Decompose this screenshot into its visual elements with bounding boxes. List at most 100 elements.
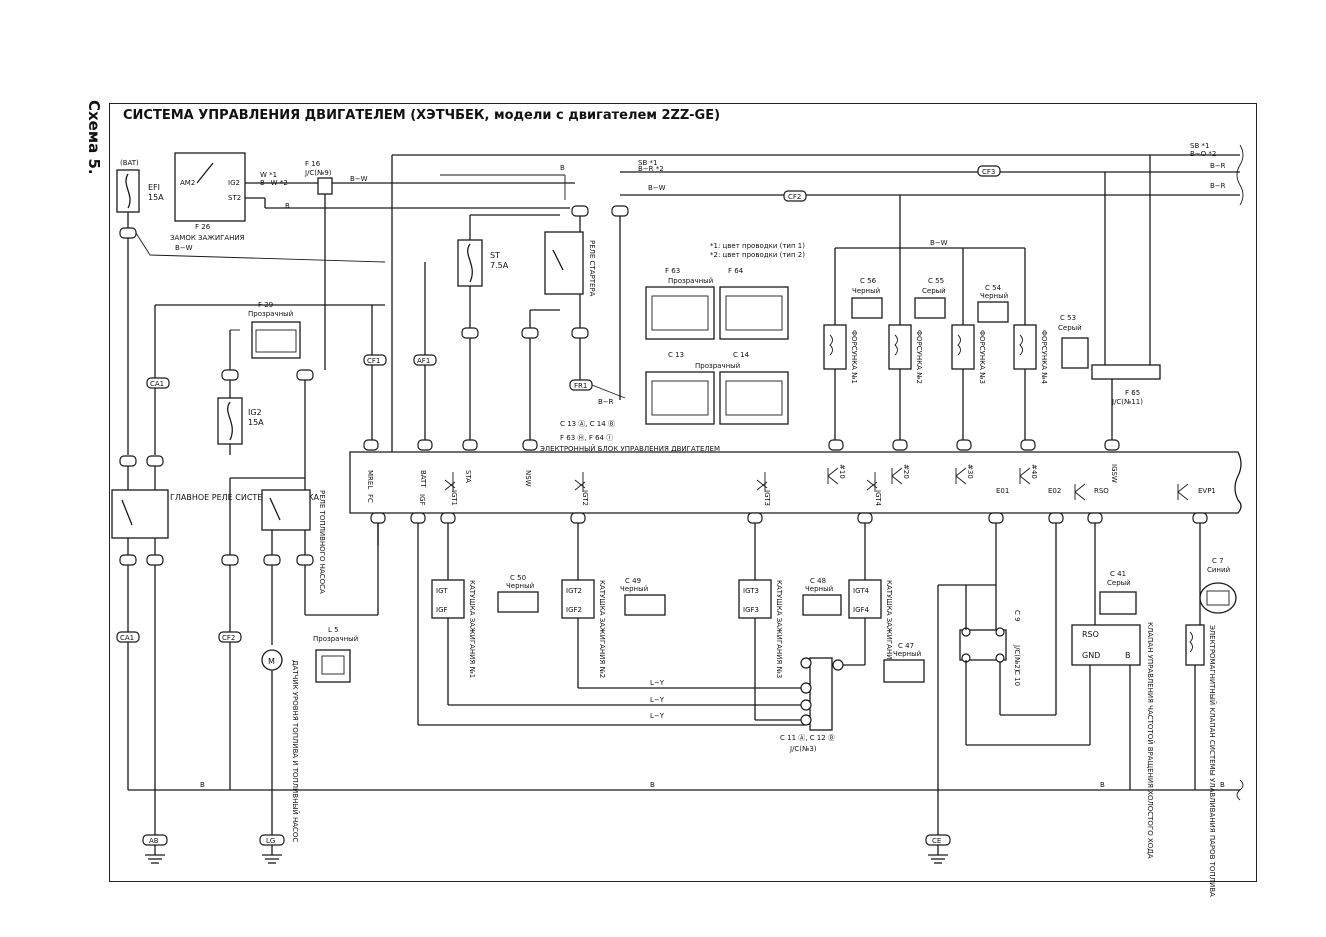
ecu-terminal-40: #40 — [1030, 464, 1038, 479]
idle-valve-color: Серый — [1107, 579, 1131, 587]
injector-3-color: Черный — [980, 292, 1008, 300]
ecu-top-pins — [363, 439, 1120, 451]
ecu-terminal-30: #30 — [966, 464, 974, 479]
svg-text:SB *1: SB *1 — [638, 159, 657, 167]
injector-4-code: C 53 — [1060, 314, 1076, 322]
svg-text:B−W: B−W — [930, 239, 948, 247]
svg-text:L−Y: L−Y — [650, 696, 665, 704]
connector-f29: F 29 Прозрачный — [248, 301, 301, 359]
ecu-connector-panel: *1: цвет проводки (тип 1) *2: цвет прово… — [560, 242, 805, 442]
ignition-coil-2: IGT2 IGF2 КАТУШКА ЗАЖИГАНИЯ №2 C 49 Черн… — [561, 577, 805, 689]
evap-solenoid-valve: C 7 Синий ЭЛЕКТРОМАГНИТНЫЙ КЛАПАН СИСТЕМ… — [1185, 523, 1237, 897]
ecu-label: ЭЛЕКТРОННЫЙ БЛОК УПРАВЛЕНИЯ ДВИГАТЕЛЕМ — [540, 444, 720, 453]
jc2-junction: C 9 J/C(№2) C 10 — [959, 610, 1021, 686]
jc2-c9: C 9 — [1013, 610, 1021, 622]
wire-note-1: *1: цвет проводки (тип 1) — [710, 242, 805, 250]
coil-2-code: C 49 — [625, 577, 641, 585]
ecu-terminal-e02: E02 — [1048, 487, 1061, 495]
svg-text:AF1: AF1 — [417, 357, 430, 365]
starter-relay-label: РЕЛЕ СТАРТЕРА — [588, 240, 596, 297]
st2-label: ST2 — [228, 194, 241, 202]
st-fuse-name: ST — [490, 251, 500, 260]
svg-text:B−R *2: B−R *2 — [638, 165, 664, 173]
svg-text:IGT: IGT — [436, 587, 448, 595]
idle-valve-code: C 41 — [1110, 570, 1126, 578]
svg-text:IGT2: IGT2 — [566, 587, 582, 595]
injector-2-color: Серый — [922, 287, 946, 295]
ecu-terminal-igf: IGF — [418, 494, 426, 506]
injector-1-code: C 56 — [860, 277, 877, 285]
svg-text:CA1: CA1 — [150, 380, 164, 388]
svg-text:B−R: B−R — [1210, 182, 1226, 190]
svg-text:B−R: B−R — [598, 398, 614, 406]
ecu-terminal-10: #10 — [838, 464, 846, 479]
ecu-terminal-fc: FC — [366, 494, 374, 503]
coil-4-label: КАТУШКА ЗАЖИГАНИЯ №4 — [885, 580, 893, 679]
wire-note-2: *2: цвет проводки (тип 2) — [710, 251, 805, 259]
idle-gnd: GND — [1082, 651, 1100, 660]
coil-2-label: КАТУШКА ЗАЖИГАНИЯ №2 — [598, 580, 606, 678]
st-fuse-rating: 7.5A — [490, 261, 509, 270]
svg-text:CF3: CF3 — [982, 168, 995, 176]
ecu-terminal-20: #20 — [902, 464, 910, 479]
svg-text:B: B — [1220, 781, 1225, 789]
svg-text:B: B — [650, 781, 655, 789]
ecu-terminal-batt: BATT — [419, 470, 427, 488]
svg-text:B: B — [560, 164, 565, 172]
coil-4-code: C 47 — [898, 642, 914, 650]
injector-4-label: ФОРСУНКА №4 — [1040, 330, 1048, 384]
injector-2-code: C 55 — [928, 277, 944, 285]
ecu-bottom-pins — [370, 512, 1208, 524]
coil-1-color: Черный — [506, 582, 534, 590]
ecu-ref-2: F 63 Ⓗ, F 64 Ⓘ — [560, 434, 613, 442]
svg-text:B−W: B−W — [350, 175, 368, 183]
jc9-code: F 16 — [305, 160, 321, 168]
ground-ce: CE — [925, 834, 951, 864]
jc3-junction: C 11 Ⓐ, C 12 Ⓑ J/C(№3) — [780, 657, 844, 753]
injector-4-color: Серый — [1058, 324, 1082, 332]
svg-text:IGT4: IGT4 — [853, 587, 870, 595]
c13-label: C 13 — [668, 351, 684, 359]
jc11-code: F 65 — [1125, 389, 1140, 397]
svg-text:FR1: FR1 — [574, 382, 587, 390]
ground-ab-label: AB — [149, 837, 159, 845]
injector-1-label: ФОРСУНКА №1 — [850, 330, 858, 384]
ecu-terminal-igsw: IGSW — [1110, 464, 1118, 483]
svg-text:CF1: CF1 — [367, 357, 380, 365]
ground-ce-label: CE — [932, 837, 941, 845]
svg-text:B−W: B−W — [648, 184, 666, 192]
efi-fuse-rating: 15A — [148, 193, 164, 202]
ecu-terminal-igt1: IGT1 — [450, 490, 458, 506]
jc3-name: J/C(№3) — [789, 745, 817, 753]
svg-text:B−W: B−W — [175, 244, 193, 252]
svg-text:L−Y: L−Y — [650, 679, 665, 687]
jc11-junction: F 65 J/C(№11) — [1091, 364, 1161, 440]
evap-valve-code: C 7 — [1212, 557, 1224, 565]
svg-text:IGF4: IGF4 — [853, 606, 870, 614]
c14-label: C 14 — [733, 351, 750, 359]
ig2-fuse-name: IG2 — [248, 408, 262, 417]
ignition-coil-1: IGT IGF КАТУШКА ЗАЖИГАНИЯ №1 C 50 Черный — [431, 574, 805, 706]
svg-text:B−O *2: B−O *2 — [1190, 150, 1216, 158]
ecu-block: ЭЛЕКТРОННЫЙ БЛОК УПРАВЛЕНИЯ ДВИГАТЕЛЕМ M… — [349, 444, 1242, 514]
ecu-terminal-igt2: IGT2 — [581, 490, 589, 506]
injector-3-code: C 54 — [985, 284, 1002, 292]
idle-b: B — [1125, 651, 1131, 660]
jc2-name: J/C(№2) — [1013, 644, 1021, 672]
svg-text:B: B — [1100, 781, 1105, 789]
efi-source-label: (BAT) — [120, 159, 139, 167]
f64-label: F 64 — [728, 267, 744, 275]
c13-color: Прозрачный — [695, 362, 740, 370]
jc9-name: J/C(№9) — [304, 169, 332, 177]
fuel-sensor-color: Прозрачный — [313, 635, 358, 643]
svg-text:CF2: CF2 — [788, 193, 801, 201]
ignition-coil-4: IGT4 IGF4 КАТУШКА ЗАЖИГАНИЯ №4 C 47 Черн… — [838, 579, 925, 683]
ecu-terminal-igt4: IGT4 — [874, 490, 882, 507]
coil-1-code: C 50 — [510, 574, 526, 582]
jc2-c10: C 10 — [1013, 670, 1021, 686]
efi-fuse: (BAT) EFI 15A — [116, 159, 164, 213]
fuel-pump-relay-label: РЕЛЕ ТОПЛИВНОГО НАСОСА — [318, 490, 326, 594]
fuel-sensor-code: L 5 — [328, 626, 339, 634]
coil-3-color: Черный — [805, 585, 833, 593]
